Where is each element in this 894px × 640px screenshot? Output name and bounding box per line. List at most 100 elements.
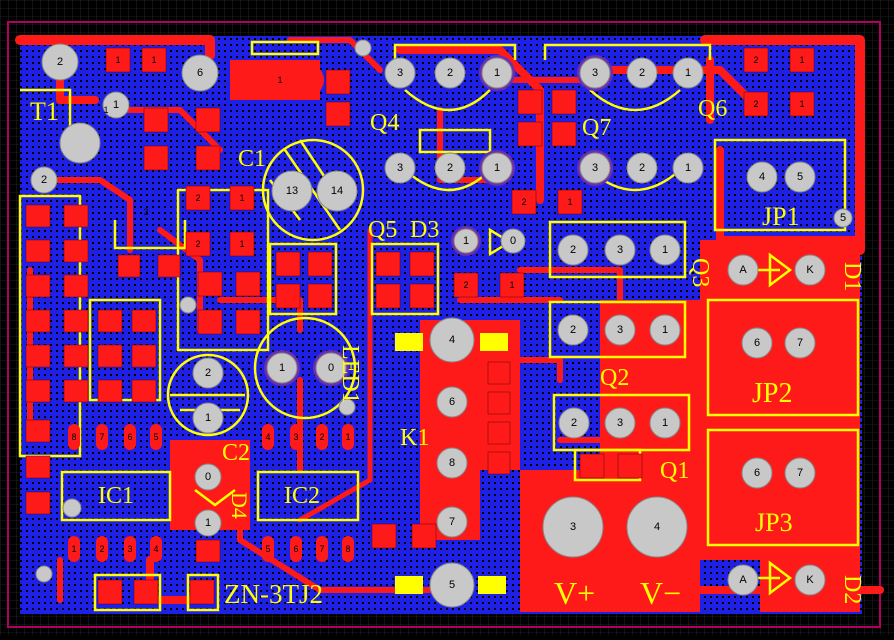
smd-pad-number: 1 <box>115 55 120 65</box>
pad-number: 5 <box>449 579 455 591</box>
pad-29: 1 <box>649 314 681 346</box>
label-q4: Q4 <box>370 110 399 136</box>
pad-19: 4 <box>746 161 778 193</box>
ic-pin-number: 8 <box>345 544 350 554</box>
ic-pads <box>68 64 354 562</box>
pad-41: 4 <box>429 317 475 363</box>
smd-pads <box>25 47 815 605</box>
pad-number: 2 <box>57 56 63 68</box>
pad-number: 2 <box>639 162 645 174</box>
pad-31: 3 <box>604 407 636 439</box>
pad-5: 13 <box>271 170 313 212</box>
pad-number: A <box>739 264 747 276</box>
label-d4: D4 <box>227 492 252 519</box>
smd-pad-number: 2 <box>463 280 468 290</box>
pad-number: 2 <box>447 162 453 174</box>
ic-pin-number: 1 <box>71 544 76 554</box>
pad-1: 1 <box>102 91 130 119</box>
pad-16: 3 <box>577 150 613 186</box>
ic-pin-number: 2 <box>319 432 324 442</box>
ic-pin-number: 5 <box>153 432 158 442</box>
pad-number: 4 <box>449 334 455 346</box>
silk-blocks <box>395 333 508 594</box>
pad-44: 7 <box>436 506 468 538</box>
pad-number: 6 <box>449 396 455 408</box>
pad-number: 14 <box>331 185 343 197</box>
pad-number: 5 <box>840 212 846 224</box>
pad-number: 2 <box>639 67 645 79</box>
label-vplus: V+ <box>554 575 595 611</box>
pad-number: 0 <box>328 362 334 374</box>
ic-pin-number: 1 <box>277 75 282 85</box>
pad-7: 3 <box>384 57 416 89</box>
pad-38: 7 <box>784 457 816 489</box>
pad-number: 0 <box>510 235 516 247</box>
label-d3: D3 <box>410 217 439 243</box>
pad-number: 1 <box>113 99 119 111</box>
pad-30: 2 <box>558 407 590 439</box>
pad-number: 2 <box>570 244 576 256</box>
pad-42: 6 <box>436 386 468 418</box>
pad-35: 6 <box>741 327 773 359</box>
ic-pin-number: 3 <box>293 432 298 442</box>
board-frame <box>7 21 881 628</box>
label-jp1: JP1 <box>762 202 800 231</box>
pad-34: K <box>794 254 826 286</box>
pad-number: 7 <box>797 337 803 349</box>
ic-pin-number: 6 <box>127 432 132 442</box>
pad-number: 2 <box>41 174 47 186</box>
pad-number: 4 <box>654 521 660 533</box>
label-ic1: IC1 <box>98 483 134 509</box>
smd-pad-number: 2 <box>753 55 758 65</box>
pad-50: 0 <box>194 463 222 491</box>
smd-pad-number: 1 <box>509 280 514 290</box>
pad-number: 2 <box>571 417 577 429</box>
label-q7: Q7 <box>582 115 611 141</box>
pad-number: 1 <box>463 235 469 247</box>
label-jp2: JP2 <box>752 378 792 409</box>
label-jp3: JP3 <box>755 508 793 537</box>
label-vminus: V− <box>640 575 681 611</box>
ic-pin-number: 7 <box>319 544 324 554</box>
pad-number: 2 <box>447 67 453 79</box>
label-led1: LED1 <box>337 345 363 404</box>
pad-39: A <box>727 564 759 596</box>
ic-pin-number: 5 <box>265 544 270 554</box>
smd-pad-number: 3 <box>143 207 148 217</box>
ic-pin-number: 2 <box>99 544 104 554</box>
pad-number: 1 <box>685 162 691 174</box>
smd-pad-number: 2 <box>195 239 200 249</box>
pad-number: 7 <box>449 516 455 528</box>
pad-48: 2 <box>192 357 224 389</box>
pad-24: 2 <box>557 234 589 266</box>
pad-number: 1 <box>205 412 211 424</box>
label-d1: D1 <box>839 262 865 291</box>
ic-pin-number: 1 <box>345 432 350 442</box>
smd-pad-number: 1 <box>799 99 804 109</box>
ic-pin-number: 6 <box>293 544 298 554</box>
pad-number: 0 <box>205 471 211 483</box>
pad-number: 1 <box>279 362 285 374</box>
pad-0: 2 <box>41 43 79 81</box>
label-t1: T1 <box>30 97 59 126</box>
pad-number: 6 <box>197 67 203 79</box>
pad-6: 14 <box>316 170 358 212</box>
pad-number: 1 <box>662 417 668 429</box>
pad-number: 1 <box>662 244 668 256</box>
pad-number: 1 <box>662 324 668 336</box>
smd-pad-number: 2 <box>195 193 200 203</box>
pad-13: 3 <box>577 55 613 91</box>
pad-12: 1 <box>479 150 515 186</box>
pad-number: 1 <box>494 162 500 174</box>
smd-pad-number: 1 <box>239 193 244 203</box>
pad-number: 1 <box>685 67 691 79</box>
pad-58 <box>35 565 53 583</box>
pad-28: 3 <box>604 314 636 346</box>
pad-9: 1 <box>479 55 515 91</box>
pad-number: K <box>806 574 814 586</box>
pad-number: 4 <box>759 171 765 183</box>
pad-11: 2 <box>434 152 466 184</box>
pad-number: 3 <box>617 244 623 256</box>
